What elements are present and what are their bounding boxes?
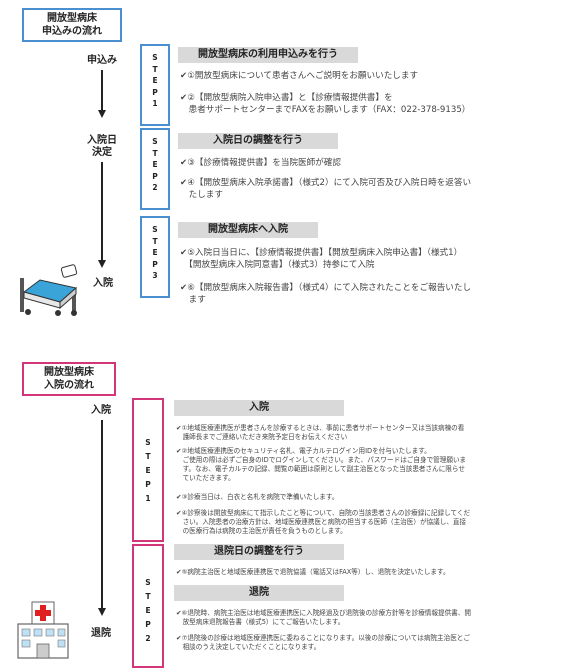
flow-line-1: [101, 70, 103, 112]
s1-item-1: ✔①開放型病床について患者さんへご説明をお願いいたします: [180, 71, 419, 81]
s2-item-4: ✔④診察後は開放型病床にて指示したこと等について、自院の当該患者さんの診療録に記…: [176, 509, 471, 535]
s2-item-6: ✔⑥退院時、病院主治医は地域医療連携医に入院経過及び退院後の診療方針等を診療情報…: [176, 609, 471, 626]
s2-item-5: ✔⑤病院主治医と地域医療連携医で退院協議（電話又はFAX等）し、退院を決定いたし…: [176, 568, 450, 576]
flow-arrow-2: [98, 260, 106, 268]
s1-item-4: ✔④【開放型病床入院承諾書】（様式2）にて入院可否及び入院日時を返答い たします: [180, 178, 472, 200]
flow-arrow-3: [98, 608, 106, 616]
s1-header-3: 開放型病床へ入院: [178, 222, 318, 238]
hospital-building-icon: [17, 601, 69, 659]
label-admission-date: 入院日 決定: [87, 135, 117, 158]
s2-item-1: ✔①地域医療連携医が患者さんを診療するときは、事前に患者サポートセンター又は当該…: [176, 424, 465, 441]
hospital-bed-icon: [20, 264, 78, 316]
s2-step2-label: S T E P 2: [145, 578, 151, 643]
flow-arrow-1: [98, 110, 106, 118]
step3-box: S T E P 3: [140, 216, 170, 298]
s2-item-7: ✔⑦退院後の診療は地域医療連携医に委ねることになります。以後の診療については病院…: [176, 634, 470, 651]
section2-title: 開放型病床 入院の流れ: [22, 362, 116, 396]
s1-item-3: ✔③【診療情報提供書】を当院医師が確認: [180, 158, 341, 168]
s2-step2-box: S T E P 2: [132, 544, 164, 668]
s2-header-1: 入院: [174, 400, 344, 416]
step1-box: S T E P 1: [140, 44, 170, 126]
s2-header-3: 退院: [174, 585, 344, 601]
s2-step1-label: S T E P 1: [145, 438, 151, 503]
s1-header-2: 入院日の調整を行う: [178, 133, 338, 149]
s1-item-6: ✔⑥【開放型病床入院報告書】（様式4）にて入院されたことをご報告いたし ます: [180, 283, 472, 305]
label-admission-2: 入院: [91, 405, 111, 416]
label-apply: 申込み: [87, 55, 117, 66]
s2-step1-box: S T E P 1: [132, 398, 164, 542]
s1-item-2: ✔②【開放型病院入院申込書】と【診療情報提供書】を 患者サポートセンターまでFA…: [180, 93, 471, 115]
label-admission: 入院: [93, 278, 113, 289]
step1-label: S T E P 1: [152, 53, 158, 108]
s1-item-5: ✔⑤入院日当日に、【診療情報提供書】【開放型病床入院申込書】（様式1） 【開放型…: [180, 248, 463, 270]
label-discharge: 退院: [91, 628, 111, 639]
section1-title: 開放型病床 申込みの流れ: [22, 8, 122, 42]
s2-item-2: ✔②地域医療連携医のセキュリティ名札、電子カルテログイン用IDを付与いたします。…: [176, 447, 467, 482]
s1-header-1: 開放型病床の利用申込みを行う: [178, 47, 358, 63]
step2-label: S T E P 2: [152, 137, 158, 192]
step3-label: S T E P 3: [152, 225, 158, 280]
step2-box: S T E P 2: [140, 128, 170, 210]
s2-header-2: 退院日の調整を行う: [174, 544, 344, 560]
s2-item-3: ✔③診療当日は、白衣と名札を病院で準備いたします。: [176, 493, 339, 501]
flow-line-2: [101, 162, 103, 262]
flow-line-3: [101, 420, 103, 610]
